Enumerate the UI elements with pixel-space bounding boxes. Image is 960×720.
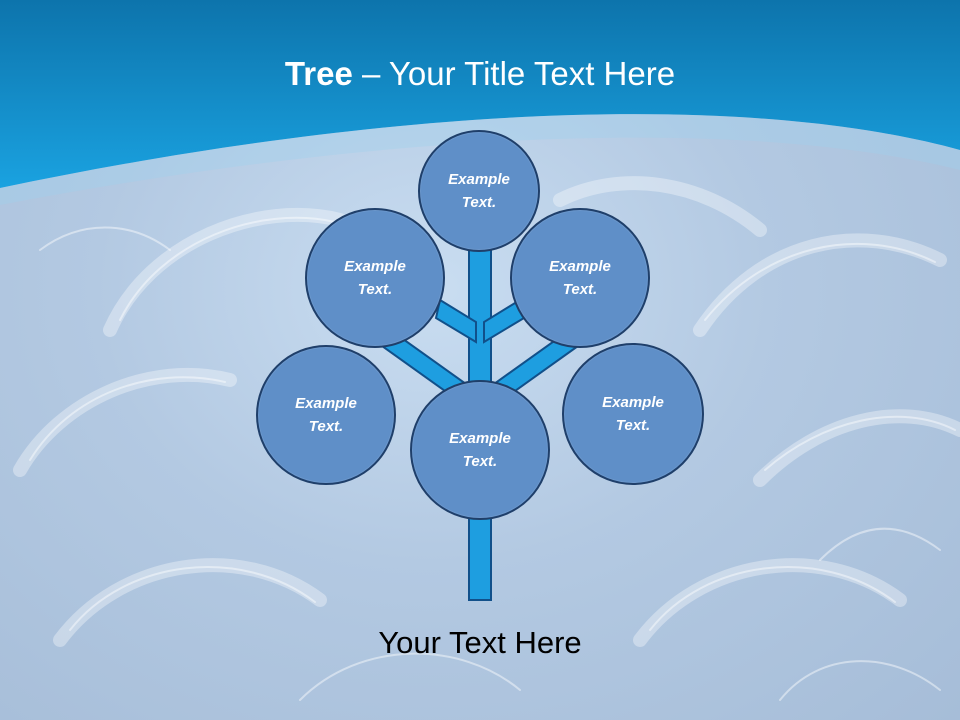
node-text-line1: Example — [295, 395, 357, 412]
tree-node-upper-right: Example Text. — [510, 208, 650, 348]
node-text-line1: Example — [344, 258, 406, 275]
title-separator: – — [352, 55, 389, 92]
tree-node-left: Example Text. — [256, 345, 396, 485]
header-band — [0, 0, 960, 188]
node-text-line2: Text. — [308, 418, 344, 435]
branch-upper-left — [434, 298, 477, 344]
node-text-line2: Text. — [462, 453, 498, 470]
tree-node-center: Example Text. — [410, 380, 550, 520]
node-text-line1: Example — [602, 394, 664, 411]
header-sheen — [0, 114, 960, 205]
tree-node-upper-left: Example Text. — [305, 208, 445, 348]
tree-node-right: Example Text. — [562, 343, 704, 485]
node-text-line2: Text. — [461, 194, 497, 211]
node-text-line2: Text. — [357, 281, 393, 298]
tree-node-top: Example Text. — [418, 130, 540, 252]
node-text-line1: Example — [549, 258, 611, 275]
node-text-line1: Example — [448, 171, 510, 188]
caption-text: Your Text Here — [378, 625, 582, 660]
title-bold: Tree — [284, 55, 353, 92]
node-text-line1: Example — [449, 430, 511, 447]
slide-title: Tree – Your Title Text Here — [0, 52, 960, 96]
node-text-line2: Text. — [562, 281, 598, 298]
frost-pattern — [13, 176, 960, 701]
node-text-line2: Text. — [615, 417, 651, 434]
title-rest: Your Title Text Here — [388, 55, 676, 92]
